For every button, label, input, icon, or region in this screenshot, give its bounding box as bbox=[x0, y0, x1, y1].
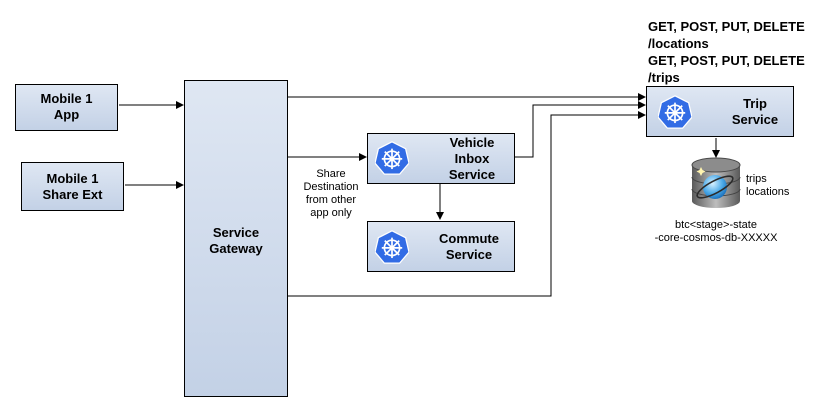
api-trips-path: /trips bbox=[648, 70, 680, 85]
edge-inbox-trip bbox=[515, 101, 646, 158]
db-collections-label: trips locations bbox=[746, 173, 790, 198]
api-trips-methods: GET, POST, PUT, DELETE bbox=[648, 53, 805, 68]
mobile-app-node: Mobile 1 App bbox=[15, 84, 118, 131]
service-gateway-label: Service Gateway bbox=[209, 225, 263, 256]
mobile-share-ext-label: Mobile 1 Share Ext bbox=[42, 171, 103, 202]
vehicle-inbox-label: Vehicle Inbox Service bbox=[448, 135, 496, 182]
kubernetes-icon bbox=[375, 141, 409, 175]
commute-node: Commute Service bbox=[367, 221, 515, 272]
api-locations-methods: GET, POST, PUT, DELETE bbox=[648, 19, 805, 34]
mobile-share-ext-node: Mobile 1 Share Ext bbox=[21, 162, 124, 211]
trip-service-node: Trip Service bbox=[646, 86, 794, 137]
trip-service-label: Trip Service bbox=[731, 96, 779, 127]
kubernetes-icon bbox=[375, 230, 409, 264]
cosmos-db-icon bbox=[691, 157, 741, 208]
mobile-app-label: Mobile 1 App bbox=[40, 91, 93, 122]
db-name-label: btc<stage>-state -core-cosmos-db-XXXXX bbox=[654, 219, 778, 244]
api-locations-path: /locations bbox=[648, 36, 709, 51]
vehicle-inbox-node: Vehicle Inbox Service bbox=[367, 133, 515, 184]
kubernetes-icon bbox=[658, 95, 692, 129]
service-gateway-node: Service Gateway bbox=[184, 80, 288, 397]
edge-gateway-trip-bottom bbox=[288, 111, 646, 297]
commute-label: Commute Service bbox=[439, 231, 499, 262]
share-destination-note: Share Destination from other app only bbox=[303, 168, 359, 219]
